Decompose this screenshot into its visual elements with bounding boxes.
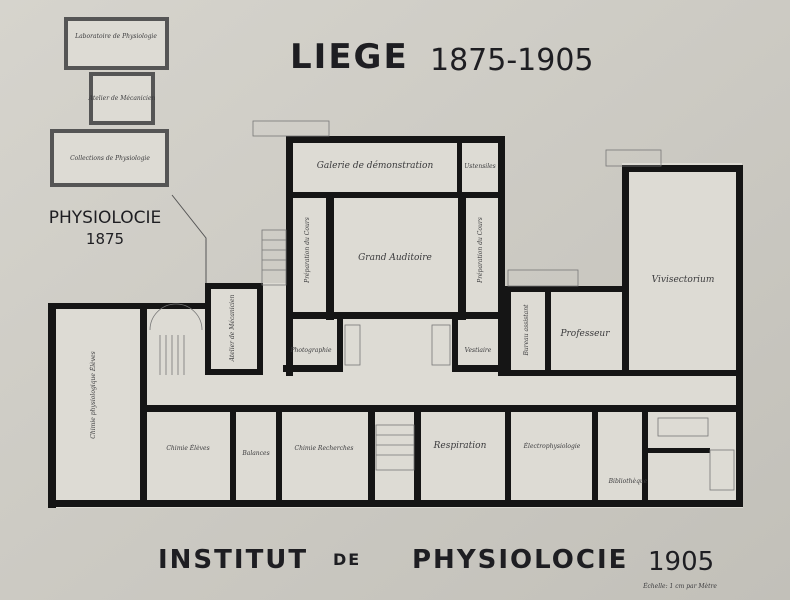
- footer-institut: INSTITUT: [158, 545, 308, 575]
- room-label: Collections de Physiologie: [70, 155, 150, 162]
- room-professeur: Professeur: [559, 329, 610, 339]
- room-respiration: Respiration: [433, 441, 487, 451]
- room-grand-auditoire: Grand Auditoire: [358, 253, 432, 263]
- room-atelier-old: [89, 72, 155, 125]
- staircase: [149, 120, 735, 491]
- room-preparation-right: Préparation du Cours: [477, 217, 484, 284]
- scale-note: Échelle: 1 cm par Mètre: [642, 582, 717, 590]
- room-chimie-recherches: Chimie Recherches: [294, 445, 353, 452]
- room-vivisectorium: Vivisectorium: [652, 275, 715, 285]
- room-laboratoire: [64, 17, 169, 70]
- new-building: Galerie de démonstration Ustensiles Prép…: [48, 120, 743, 508]
- room-vestiaire: Vestiaire: [465, 347, 492, 354]
- room-bureau: Bureau assistant: [523, 304, 530, 357]
- room-ustensiles: Ustensiles: [464, 163, 496, 170]
- room-preparation-left: Préparation du Cours: [304, 217, 311, 284]
- room-balances: Balances: [241, 450, 269, 457]
- old-building-title: PHYSIOLOCIE: [49, 208, 161, 228]
- room-collections: [50, 129, 169, 187]
- room-chimie-eleves: Chimie Élèves: [166, 444, 209, 452]
- footer-de: DE: [333, 550, 361, 569]
- room-label: Atelier de Mécanicien: [88, 95, 156, 102]
- footer-year: 1905: [648, 547, 714, 577]
- room-label: Laboratoire de Physiologie: [74, 33, 157, 40]
- old-building: Laboratoire de Physiologie Atelier de Mé…: [49, 17, 207, 300]
- old-building-year: 1875: [86, 230, 124, 248]
- footer-physiologie: PHYSIOLOCIE: [412, 545, 628, 575]
- room-bibliotheque: Bibliothèque: [608, 478, 648, 485]
- boundary-line: [171, 194, 207, 300]
- title-years: 1875-1905: [430, 43, 594, 78]
- room-atelier: Atelier de Mécanicien: [229, 294, 236, 362]
- title: LIEGE: [290, 37, 409, 77]
- room-electrophysiologie: Électrophysiologie: [523, 442, 581, 450]
- room-chimie-physiologique: Chimie physiologique Élèves: [89, 351, 97, 438]
- room-galerie: Galerie de démonstration: [317, 160, 434, 171]
- room-photographie: Photographie: [290, 347, 332, 354]
